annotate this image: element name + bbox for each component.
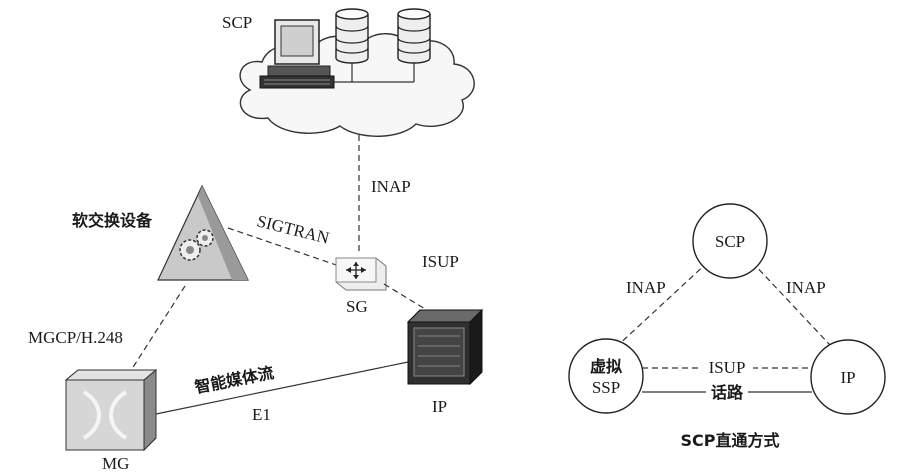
inap-right-link — [751, 261, 831, 346]
mgcp-link — [129, 285, 186, 373]
database-icon — [397, 8, 431, 64]
signaling-gateway-icon — [335, 257, 387, 291]
softswitch-label: 软交换设备 — [72, 211, 153, 230]
right-diagram-caption: SCP直通方式 — [681, 431, 780, 450]
ip-device-icon — [406, 308, 484, 386]
sigtran-label: SIGTRAN — [255, 211, 331, 247]
e1-label: E1 — [252, 405, 271, 424]
computer-terminal-icon — [259, 19, 335, 89]
scp-node — [692, 203, 768, 279]
virtual-ssp-label-line2: SSP — [592, 378, 620, 397]
ip-label: IP — [432, 397, 447, 416]
sg-ip-link — [383, 283, 431, 313]
softswitch-icon — [157, 184, 249, 281]
scp-node-label: SCP — [715, 232, 745, 251]
inap-label: INAP — [371, 177, 411, 196]
inap-left-label: INAP — [626, 278, 666, 297]
inap-right-label-bg — [784, 278, 830, 296]
voice-path-label: 话路 — [711, 383, 744, 402]
isup-right-label: ISUP — [709, 358, 746, 377]
scp-label: SCP — [222, 13, 252, 32]
inap-left-label-bg — [624, 278, 670, 296]
gear-icon — [179, 229, 214, 261]
sg-label: SG — [346, 297, 368, 316]
media-stream-link — [155, 361, 409, 415]
ip-node-label: IP — [840, 368, 855, 387]
media-gateway-icon — [64, 368, 158, 452]
sigtran-link — [227, 227, 346, 269]
database-icon — [335, 8, 369, 64]
mg-label: MG — [102, 454, 129, 473]
isup-label-bg — [701, 358, 753, 376]
virtual-ssp-label-line1: 虚拟 — [590, 357, 622, 376]
virtual-ssp-node — [568, 338, 644, 414]
inap-left-link — [614, 261, 709, 349]
inap-right-label: INAP — [786, 278, 826, 297]
isup-label: ISUP — [422, 252, 459, 271]
mgcp-label: MGCP/H.248 — [28, 328, 123, 347]
voice-path-label-bg — [706, 383, 748, 401]
ip-node — [810, 339, 886, 415]
